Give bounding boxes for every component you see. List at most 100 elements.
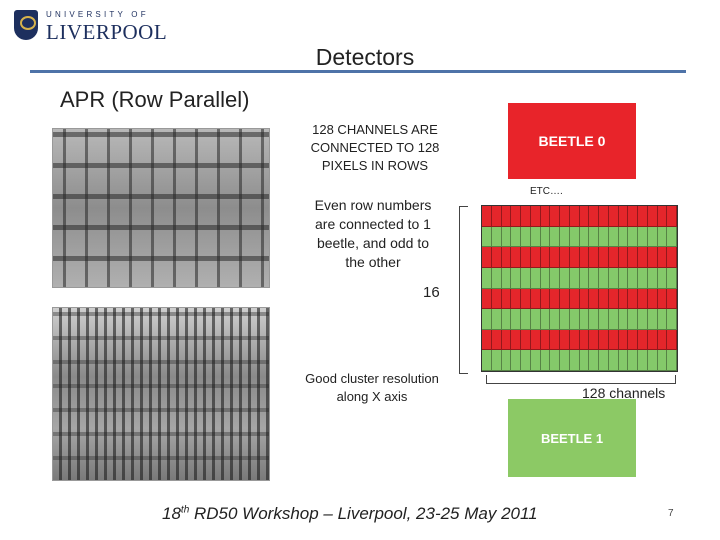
pixel-cell — [599, 350, 609, 371]
pixel-cell — [521, 309, 531, 330]
pixel-cell — [550, 267, 560, 289]
pixel-cell — [569, 288, 580, 310]
pixel-cell — [667, 226, 677, 248]
pixel-cell — [491, 247, 502, 268]
pixel-cell — [608, 247, 619, 268]
pixel-cell — [618, 226, 629, 248]
pixel-cell — [618, 247, 629, 268]
pixel-cell — [501, 206, 512, 227]
pixel-cell — [521, 329, 531, 351]
pixel-cell — [550, 247, 560, 268]
pixel-cell — [550, 288, 560, 310]
pixel-cell — [628, 350, 638, 371]
pixel-cell — [482, 288, 492, 310]
pixel-cell — [491, 226, 502, 248]
pixel-cell — [511, 329, 521, 351]
pixel-cell — [550, 309, 560, 330]
pixel-cell — [569, 309, 580, 330]
pixel-cell — [579, 226, 590, 248]
pixel-cell — [511, 226, 521, 248]
pixel-row-red — [482, 288, 677, 310]
pixel-cell — [560, 267, 570, 289]
pixel-cell — [647, 226, 658, 248]
pixel-cell — [618, 288, 629, 310]
pixel-cell — [511, 247, 521, 268]
pixel-cell — [560, 350, 570, 371]
pixel-cell — [530, 247, 541, 268]
columns-bracket — [486, 375, 676, 384]
pixel-cell — [608, 288, 619, 310]
title-divider — [30, 70, 686, 73]
pixel-cell — [628, 206, 638, 227]
pixel-cell — [521, 226, 531, 248]
pixel-cell — [628, 247, 638, 268]
pixel-cell — [540, 350, 551, 371]
logo-top-text: UNIVERSITY OF — [46, 10, 149, 19]
pixel-cell — [540, 309, 551, 330]
pixel-cell — [521, 288, 531, 310]
channels-note: 128 CHANNELS ARE CONNECTED TO 128 PIXELS… — [310, 122, 440, 173]
pixel-row-red — [482, 206, 677, 227]
pixel-cell — [482, 267, 492, 289]
pixel-cell — [589, 309, 599, 330]
slide-title: Detectors — [315, 44, 415, 70]
even-odd-note: Even row numbers are connected to 1 beet… — [314, 197, 432, 270]
pixel-cell — [618, 350, 629, 371]
pixel-cell — [608, 350, 619, 371]
footer-ordinal-number: 18 — [162, 504, 181, 523]
pixel-row-red — [482, 247, 677, 268]
pixel-cell — [560, 226, 570, 248]
pixel-cell — [647, 267, 658, 289]
pixel-cell — [589, 267, 599, 289]
pixel-cell — [647, 329, 658, 351]
pixel-cell — [530, 350, 541, 371]
pixel-cell — [482, 206, 492, 227]
pixel-cell — [511, 288, 521, 310]
pixel-cell — [550, 206, 560, 227]
slide-subtitle: APR (Row Parallel) — [60, 87, 250, 112]
pixel-cell — [647, 206, 658, 227]
pixel-cell — [657, 226, 668, 248]
pixel-cell — [647, 309, 658, 330]
pixel-cell — [501, 247, 512, 268]
pixel-cell — [638, 206, 648, 227]
pixel-cell — [638, 288, 648, 310]
pixel-cell — [667, 350, 677, 371]
pixel-cell — [657, 329, 668, 351]
pixel-cell — [569, 350, 580, 371]
pixel-cell — [628, 288, 638, 310]
pixel-cell — [638, 329, 648, 351]
columns-count-label: 128 channels — [580, 385, 668, 401]
pixel-cell — [628, 329, 638, 351]
pixel-cell — [647, 247, 658, 268]
pixel-cell — [501, 267, 512, 289]
pixel-cell — [521, 247, 531, 268]
pixel-cell — [501, 329, 512, 351]
pixel-cell — [540, 288, 551, 310]
pixel-cell — [521, 350, 531, 371]
pixel-cell — [560, 329, 570, 351]
pixel-cell — [560, 206, 570, 227]
pixel-cell — [638, 247, 648, 268]
pixel-cell — [569, 247, 580, 268]
pixel-cell — [521, 267, 531, 289]
pixel-cell — [657, 206, 668, 227]
beetle-1-box: BEETLE 1 — [508, 399, 636, 477]
pixel-cell — [657, 267, 668, 289]
pixel-cell — [491, 288, 502, 310]
pixel-cell — [501, 350, 512, 371]
pixel-cell — [599, 226, 609, 248]
pixel-cell — [667, 206, 677, 227]
pixel-cell — [657, 350, 668, 371]
pixel-cell — [579, 267, 590, 289]
etc-label: ETC…. — [530, 186, 563, 197]
pixel-cell — [638, 226, 648, 248]
pixel-cell — [530, 288, 541, 310]
footer-ordinal-suffix: th — [180, 504, 190, 516]
footer-event: RD50 Workshop – Liverpool, 23-25 May 201… — [189, 504, 538, 523]
pixel-cell — [511, 309, 521, 330]
pixel-cell — [599, 206, 609, 227]
pixel-row-green — [482, 226, 677, 248]
pixel-cell — [599, 329, 609, 351]
pixel-cell — [647, 288, 658, 310]
